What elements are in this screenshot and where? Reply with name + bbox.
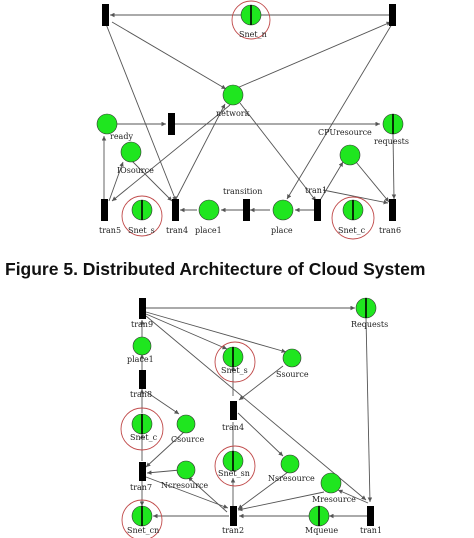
place-cpuresource: [339, 144, 361, 166]
figure2-transitions: [139, 298, 374, 526]
label-iosource: IOsource: [117, 166, 154, 175]
place-ssource: [282, 348, 302, 368]
transition-tran8: [139, 370, 146, 389]
label-tran8: tran8: [130, 390, 152, 399]
transition-tran1: [314, 199, 321, 221]
label-cpuresource: CPUresource: [318, 128, 372, 137]
label-tran4: tran4: [166, 226, 188, 235]
label-snet-cn: Snet_cn: [127, 526, 159, 535]
label-tran1: tran1: [360, 526, 382, 535]
label-tran2: tran2: [222, 526, 244, 535]
label-nsresource: Nsresource: [268, 474, 315, 483]
figure1-caption: Figure 5. Distributed Architecture of Cl…: [5, 259, 425, 279]
transition-top-left: [102, 4, 109, 26]
figure1-transitions: [101, 4, 396, 221]
transition-tran9: [139, 298, 146, 319]
place-ncresource: [176, 460, 196, 480]
label-csource: Csource: [171, 435, 205, 444]
figure1-places: [96, 0, 404, 240]
figure2-labels: tran9 Requests place1 Snet_s Ssource tra…: [127, 320, 388, 535]
label-place: place: [271, 226, 293, 235]
transition-tran1: [367, 506, 374, 526]
transition-tran2: [230, 506, 237, 526]
label-requests: Requests: [351, 320, 388, 329]
transition-tran5: [101, 199, 108, 221]
transition-top-right: [389, 4, 396, 26]
label-tran7: tran7: [130, 483, 152, 492]
figure1-labels: Snet_n network ready CPUresource request…: [99, 30, 409, 235]
figure2-places: [120, 297, 377, 538]
label-snet-c: Snet_c: [338, 226, 366, 235]
label-snet-s: Snet_s: [221, 366, 248, 375]
label-tran4: tran4: [222, 423, 244, 432]
transition-tran4: [172, 199, 179, 221]
label-transition: transition: [223, 187, 262, 196]
label-tran9: tran9: [131, 320, 153, 329]
place-network: [222, 84, 244, 106]
place-place1: [198, 199, 220, 221]
label-snet-n: Snet_n: [239, 30, 267, 39]
label-mqueue: Mqueue: [305, 526, 338, 535]
place-iosource: [120, 141, 142, 163]
label-snet-c: Snet_c: [130, 433, 158, 442]
transition-tran4: [230, 401, 237, 420]
label-requests: requests: [374, 137, 409, 146]
label-place1: place1: [127, 355, 154, 364]
label-snet-s: Snet_s: [128, 226, 155, 235]
label-ready: ready: [110, 132, 133, 141]
label-mresource: Mresource: [312, 495, 356, 504]
place-place: [272, 199, 294, 221]
label-snet-sn: Snet_sn: [218, 469, 250, 478]
label-ncresource: Ncresource: [161, 481, 208, 490]
place-mresource: [320, 472, 342, 494]
label-place1: place1: [195, 226, 222, 235]
place-csource: [176, 414, 196, 434]
label-ssource: Ssource: [276, 370, 309, 379]
place-ready: [96, 113, 118, 135]
transition-tran7: [139, 462, 146, 481]
transition-ready: [168, 113, 175, 135]
transition-tran6: [389, 199, 396, 221]
transition-transition: [243, 199, 250, 221]
place-nsresource: [280, 454, 300, 474]
figure2-arcs: [139, 305, 373, 519]
label-tran5: tran5: [99, 226, 121, 235]
label-tran1: tran1: [305, 186, 327, 195]
figure1-arcs: [101, 12, 397, 213]
label-network: network: [216, 109, 250, 118]
label-tran6: tran6: [379, 226, 401, 235]
place-place1: [132, 336, 152, 356]
